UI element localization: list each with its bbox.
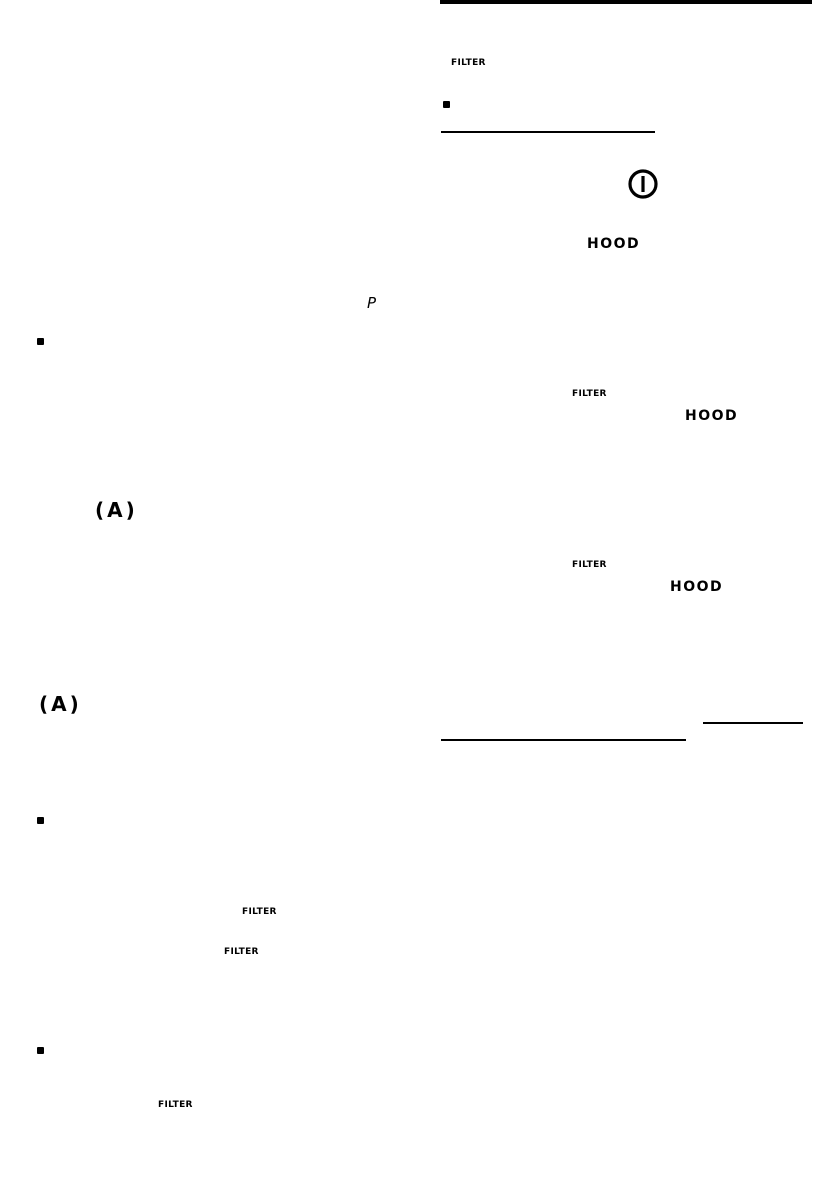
top-border-rule: [440, 0, 812, 4]
filter-label: FILTER: [242, 907, 277, 917]
filter-label: FILTER: [572, 560, 607, 570]
bullet-icon: [37, 817, 44, 824]
section-underline: [441, 131, 655, 133]
filter-label: FILTER: [224, 947, 259, 957]
bullet-icon: [37, 1047, 44, 1054]
filter-label: FILTER: [158, 1100, 193, 1110]
power-icon: [628, 169, 658, 199]
auto-mode-symbol: (A): [39, 692, 82, 716]
filter-label: FILTER: [572, 389, 607, 399]
filter-label: FILTER: [451, 58, 486, 68]
bullet-icon: [443, 101, 450, 108]
link-underline: [703, 722, 803, 724]
bullet-icon: [37, 338, 44, 345]
hood-label: HOOD: [685, 408, 739, 424]
hood-label: HOOD: [670, 579, 724, 595]
hood-label: HOOD: [587, 236, 641, 252]
auto-mode-symbol: (A): [95, 498, 138, 522]
p-symbol-label: P: [367, 294, 377, 312]
link-underline: [441, 739, 686, 741]
